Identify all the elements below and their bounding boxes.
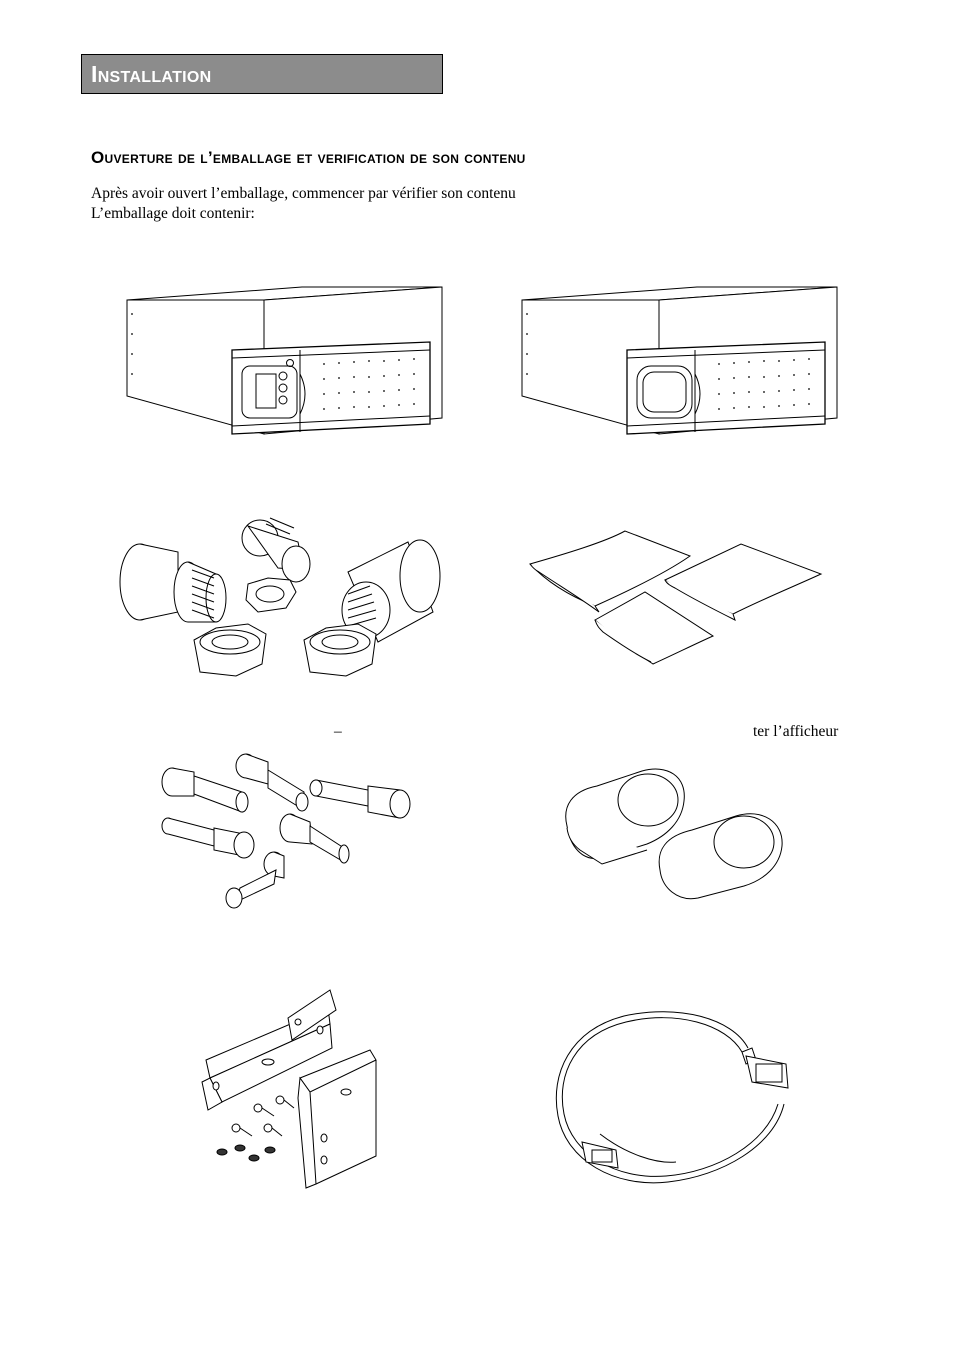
ups-with-display-illustration <box>124 284 444 444</box>
intro-line-2: L’emballage doit contenir: <box>91 205 255 222</box>
protective-pads-illustration <box>525 528 825 664</box>
section-banner: Installation <box>81 54 443 94</box>
ups-without-display-illustration <box>519 284 839 444</box>
text-fragment-afficheur: ter l’afficheur <box>753 723 839 740</box>
mounting-brackets-illustration <box>180 988 380 1194</box>
intro-paragraph: Après avoir ouvert l’emballage, commence… <box>91 184 516 224</box>
cable-glands-illustration <box>108 512 448 680</box>
serial-cable-illustration <box>556 1004 808 1188</box>
text-fragment-dash: – <box>334 723 342 740</box>
cable-lugs-illustration <box>150 752 414 912</box>
section-title: Installation <box>91 60 212 87</box>
intro-line-1: Après avoir ouvert l’emballage, commence… <box>91 185 516 202</box>
display-covers-illustration <box>562 766 788 898</box>
subsection-title: Ouverture de l’emballage et verification… <box>91 148 526 167</box>
